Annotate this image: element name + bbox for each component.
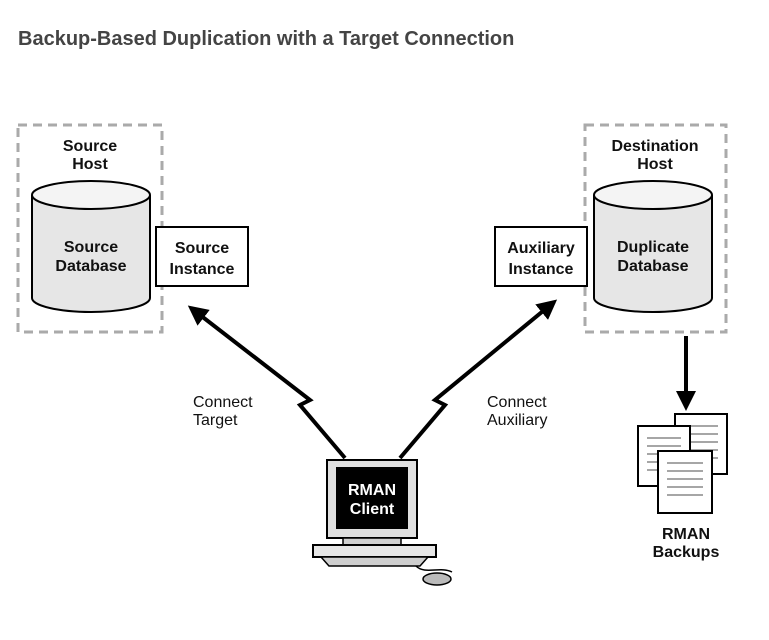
auxiliary-instance-label-2: Instance	[509, 261, 574, 278]
destination-host-label-2: Host	[637, 156, 673, 173]
duplicate-database: Duplicate Database	[593, 180, 713, 313]
source-instance: Source Instance	[155, 226, 249, 287]
connect-auxiliary-label-1: Connect	[487, 394, 547, 411]
rman-backups-label-2: Backups	[653, 544, 720, 561]
source-host-label-2: Host	[72, 156, 108, 173]
duplicate-database-label-1: Duplicate	[617, 239, 689, 256]
source-database-label-1: Source	[64, 239, 118, 256]
rman-backups-document-icon	[637, 413, 728, 514]
connect-target-label-1: Connect	[193, 394, 253, 411]
source-instance-label-2: Instance	[170, 261, 235, 278]
page-title: Backup-Based Duplication with a Target C…	[18, 28, 515, 50]
auxiliary-instance: Auxiliary Instance	[494, 226, 588, 287]
auxiliary-instance-label-1: Auxiliary	[507, 240, 575, 257]
source-database: Source Database	[31, 180, 151, 313]
rman-client-label-2: Client	[350, 501, 395, 518]
connect-auxiliary-label-2: Auxiliary	[487, 412, 547, 429]
source-instance-label-1: Source	[175, 240, 229, 257]
rman-client-computer-icon: RMAN Client	[312, 459, 453, 586]
source-database-label-2: Database	[55, 258, 126, 275]
rman-client-label-1: RMAN	[348, 482, 396, 499]
destination-host-label-1: Destination	[611, 138, 698, 155]
connect-target-label-2: Target	[193, 412, 238, 429]
duplicate-database-label-2: Database	[617, 258, 688, 275]
connect-auxiliary-arrow	[398, 299, 558, 460]
connect-target-arrow	[187, 305, 347, 460]
rman-backups-label-1: RMAN	[662, 526, 710, 543]
source-host-label-1: Source	[63, 138, 117, 155]
